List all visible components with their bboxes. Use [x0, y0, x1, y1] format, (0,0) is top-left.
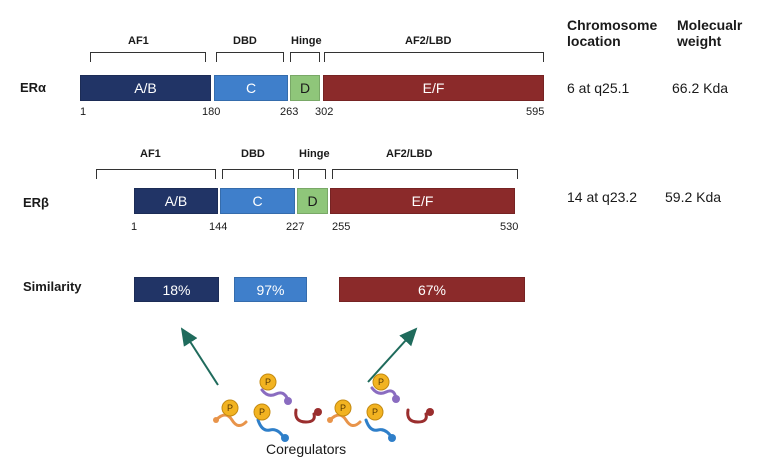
coregulators-caption: Coregulators [266, 441, 347, 457]
beta-pos-255: 255 [332, 221, 351, 233]
svg-text:P: P [227, 403, 233, 413]
alpha-bracket-dbd [216, 52, 284, 62]
beta-bracket-af1 [96, 169, 216, 179]
alpha-bracket-af2-lbd [324, 52, 544, 62]
beta-segment-c: C [220, 188, 295, 214]
weight-header-line2: weight [677, 33, 722, 49]
beta-segment-ef: E/F [330, 188, 515, 214]
beta-pos-227: 227 [286, 221, 305, 233]
phospho-badge-1: P [221, 399, 239, 417]
chromosome-header-line1: Chromosome [567, 17, 658, 33]
phospho-badge-4: P [334, 399, 352, 417]
svg-text:P: P [259, 407, 265, 417]
alpha-chromosome-value: 6 at q25.1 [567, 80, 630, 96]
svg-text:P: P [378, 377, 384, 387]
beta-bracket-dbd [222, 169, 294, 179]
alpha-pos-263: 263 [280, 106, 299, 118]
weight-header-line1: Molecualr [677, 17, 743, 33]
alpha-pos-180: 180 [202, 106, 221, 118]
er-beta-label: ERβ [23, 195, 49, 210]
chromosome-header: Chromosome location [567, 17, 657, 49]
alpha-domain-af1: AF1 [128, 35, 149, 47]
alpha-segment-d: D [290, 75, 320, 101]
beta-pos-530: 530 [500, 221, 519, 233]
alpha-bracket-af1 [90, 52, 206, 62]
similarity-c: 97% [234, 277, 307, 302]
beta-segment-ab: A/B [134, 188, 218, 214]
chromosome-header-line2: location [567, 33, 621, 49]
beta-bracket-af2-lbd [332, 169, 518, 179]
phospho-badge-2: P [259, 373, 277, 391]
alpha-segment-ef: E/F [323, 75, 544, 101]
similarity-ef: 67% [339, 277, 525, 302]
beta-chromosome-value: 14 at q23.2 [567, 189, 638, 205]
alpha-pos-302: 302 [315, 106, 334, 118]
beta-segment-d: D [297, 188, 328, 214]
beta-domain-dbd: DBD [241, 148, 265, 160]
phospho-badge-3: P [253, 403, 271, 421]
phospho-badge-5: P [372, 373, 390, 391]
beta-bracket-hinge [298, 169, 326, 179]
phospho-badge-6: P [366, 403, 384, 421]
svg-text:P: P [372, 407, 378, 417]
arrow-left [180, 327, 219, 386]
similarity-label: Similarity [23, 279, 82, 294]
beta-domain-hinge: Hinge [299, 148, 330, 160]
svg-text:P: P [265, 377, 271, 387]
alpha-bracket-hinge [290, 52, 320, 62]
alpha-domain-hinge: Hinge [291, 35, 322, 47]
beta-pos-1: 1 [131, 221, 138, 233]
alpha-segment-ab: A/B [80, 75, 211, 101]
er-alpha-label: ERα [20, 80, 47, 95]
beta-weight-value: 59.2 Kda [665, 189, 722, 205]
svg-text:P: P [340, 403, 346, 413]
alpha-segment-c: C [214, 75, 288, 101]
coregulator-cluster-left [213, 388, 322, 442]
beta-pos-144: 144 [209, 221, 228, 233]
beta-domain-af2-lbd: AF2/LBD [386, 148, 433, 160]
weight-header: Molecualr weight [677, 17, 742, 49]
alpha-pos-1: 1 [80, 106, 87, 118]
arrow-right [367, 327, 418, 383]
alpha-pos-595: 595 [526, 106, 545, 118]
alpha-domain-dbd: DBD [233, 35, 257, 47]
beta-domain-af1: AF1 [140, 148, 161, 160]
alpha-domain-af2-lbd: AF2/LBD [405, 35, 452, 47]
similarity-ab: 18% [134, 277, 219, 302]
coregulator-cluster-right [327, 386, 434, 442]
alpha-weight-value: 66.2 Kda [672, 80, 729, 96]
